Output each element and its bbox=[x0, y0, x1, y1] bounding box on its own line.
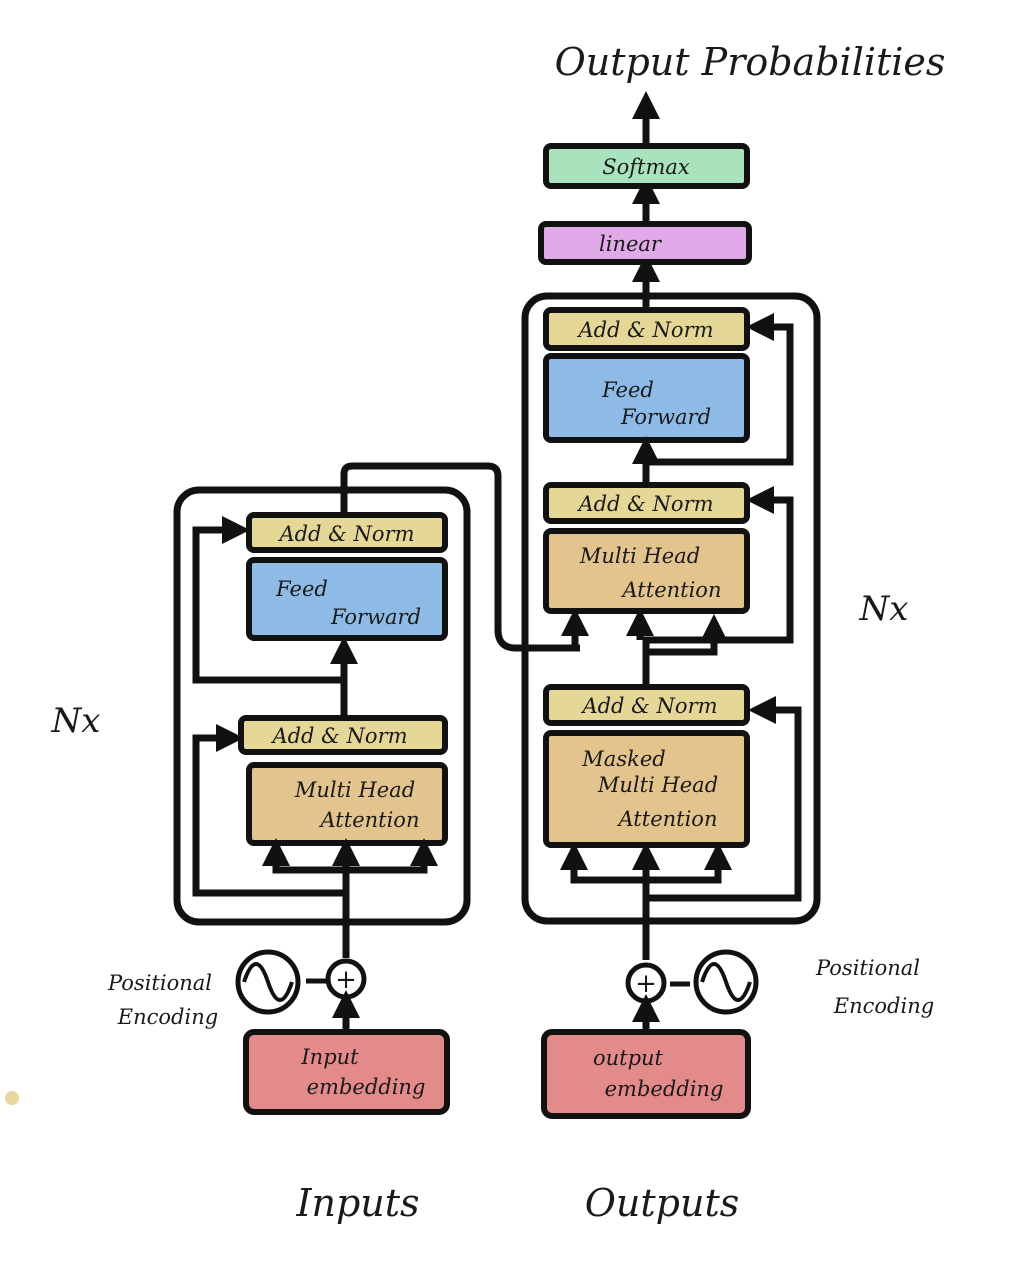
decoder-masked-attention-line2: Multi Head bbox=[597, 773, 718, 797]
stray-dot bbox=[5, 1091, 19, 1105]
decoder: Softmax linear Add & Norm Feed Forward A… bbox=[521, 91, 934, 1225]
encoder-attention-line2: Attention bbox=[319, 808, 420, 832]
decoder-block-outline bbox=[521, 292, 821, 925]
input-embedding-box bbox=[243, 1029, 450, 1115]
plus-icon: + bbox=[635, 969, 657, 999]
encoder-positional-line1: Positional bbox=[107, 971, 212, 995]
decoder-masked-attention-line3: Attention bbox=[617, 807, 718, 831]
plus-icon: + bbox=[335, 965, 357, 995]
encoder-add-norm-bottom-label: Add & Norm bbox=[270, 724, 407, 748]
decoder-add-norm-bottom-label: Add & Norm bbox=[580, 694, 717, 718]
decoder-add-norm-top-label: Add & Norm bbox=[576, 318, 713, 342]
softmax-label: Softmax bbox=[602, 155, 690, 179]
outputs-caption: Outputs bbox=[585, 1181, 739, 1225]
output-embedding-box bbox=[541, 1029, 751, 1119]
encoder-attention-line1: Multi Head bbox=[294, 778, 415, 802]
encoder-feed-forward-line1: Feed bbox=[275, 577, 328, 601]
input-embedding-line2: embedding bbox=[307, 1075, 426, 1099]
input-embedding-line1: Input bbox=[300, 1045, 359, 1069]
decoder-add-norm-mid-label: Add & Norm bbox=[576, 492, 713, 516]
softmax-box bbox=[543, 143, 750, 189]
decoder-add-norm-bottom bbox=[543, 684, 750, 726]
encoder-repeat-label: Nx bbox=[51, 701, 101, 741]
encoder-block-outline bbox=[173, 486, 471, 926]
decoder-masked-attention-line1: Masked bbox=[581, 747, 665, 771]
encoder: Add & Norm Feed Forward Add & Norm Multi… bbox=[51, 462, 580, 1225]
decoder-repeat-label: Nx bbox=[859, 589, 909, 629]
output-embedding-line1: output bbox=[593, 1046, 664, 1070]
encoder-positional-line2: Encoding bbox=[117, 1005, 218, 1029]
linear-label: linear bbox=[599, 232, 663, 256]
encoder-add-norm-top-label: Add & Norm bbox=[277, 522, 414, 546]
decoder-positional-line1: Positional bbox=[815, 956, 920, 980]
decoder-cross-attention-line2: Attention bbox=[621, 578, 722, 602]
decoder-cross-attention-line1: Multi Head bbox=[579, 544, 700, 568]
linear-box bbox=[538, 221, 752, 265]
encoder-feed-forward-line2: Forward bbox=[330, 605, 421, 629]
output-embedding-line2: embedding bbox=[605, 1077, 724, 1101]
decoder-feed-forward-line2: Forward bbox=[620, 405, 711, 429]
inputs-caption: Inputs bbox=[295, 1181, 419, 1225]
decoder-positional-line2: Encoding bbox=[833, 994, 934, 1018]
title: Output Probabilities bbox=[555, 40, 946, 84]
decoder-feed-forward-line1: Feed bbox=[601, 378, 654, 402]
